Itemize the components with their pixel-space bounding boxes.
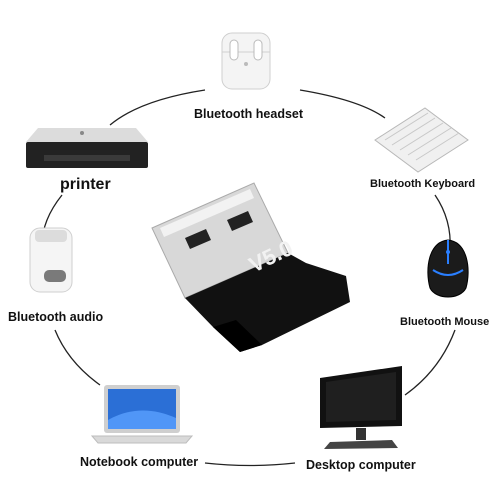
ring-arc [109, 89, 206, 126]
label-bluetooth-keyboard: Bluetooth Keyboard [370, 178, 476, 190]
ring-arc [404, 329, 456, 396]
label-bluetooth-mouse: Bluetooth Mouse [400, 316, 490, 328]
laptop-icon [90, 385, 194, 444]
ring-arc [204, 462, 296, 467]
label-desktop-computer: Desktop computer [306, 458, 416, 472]
label-bluetooth-headset: Bluetooth headset [194, 107, 304, 121]
speaker-icon [29, 227, 73, 293]
label-printer: printer [60, 176, 111, 193]
ring-arc [54, 329, 101, 386]
usb-dongle-icon [151, 182, 350, 352]
ring-arc [299, 89, 386, 119]
label-bluetooth-audio: Bluetooth audio [8, 310, 104, 324]
label-notebook-computer: Notebook computer [80, 455, 199, 469]
earbuds-case-icon [221, 32, 271, 90]
printer-icon [26, 128, 148, 168]
keyboard-icon [374, 107, 469, 173]
monitor-icon [320, 366, 402, 449]
gaming-mouse-icon [427, 239, 469, 298]
